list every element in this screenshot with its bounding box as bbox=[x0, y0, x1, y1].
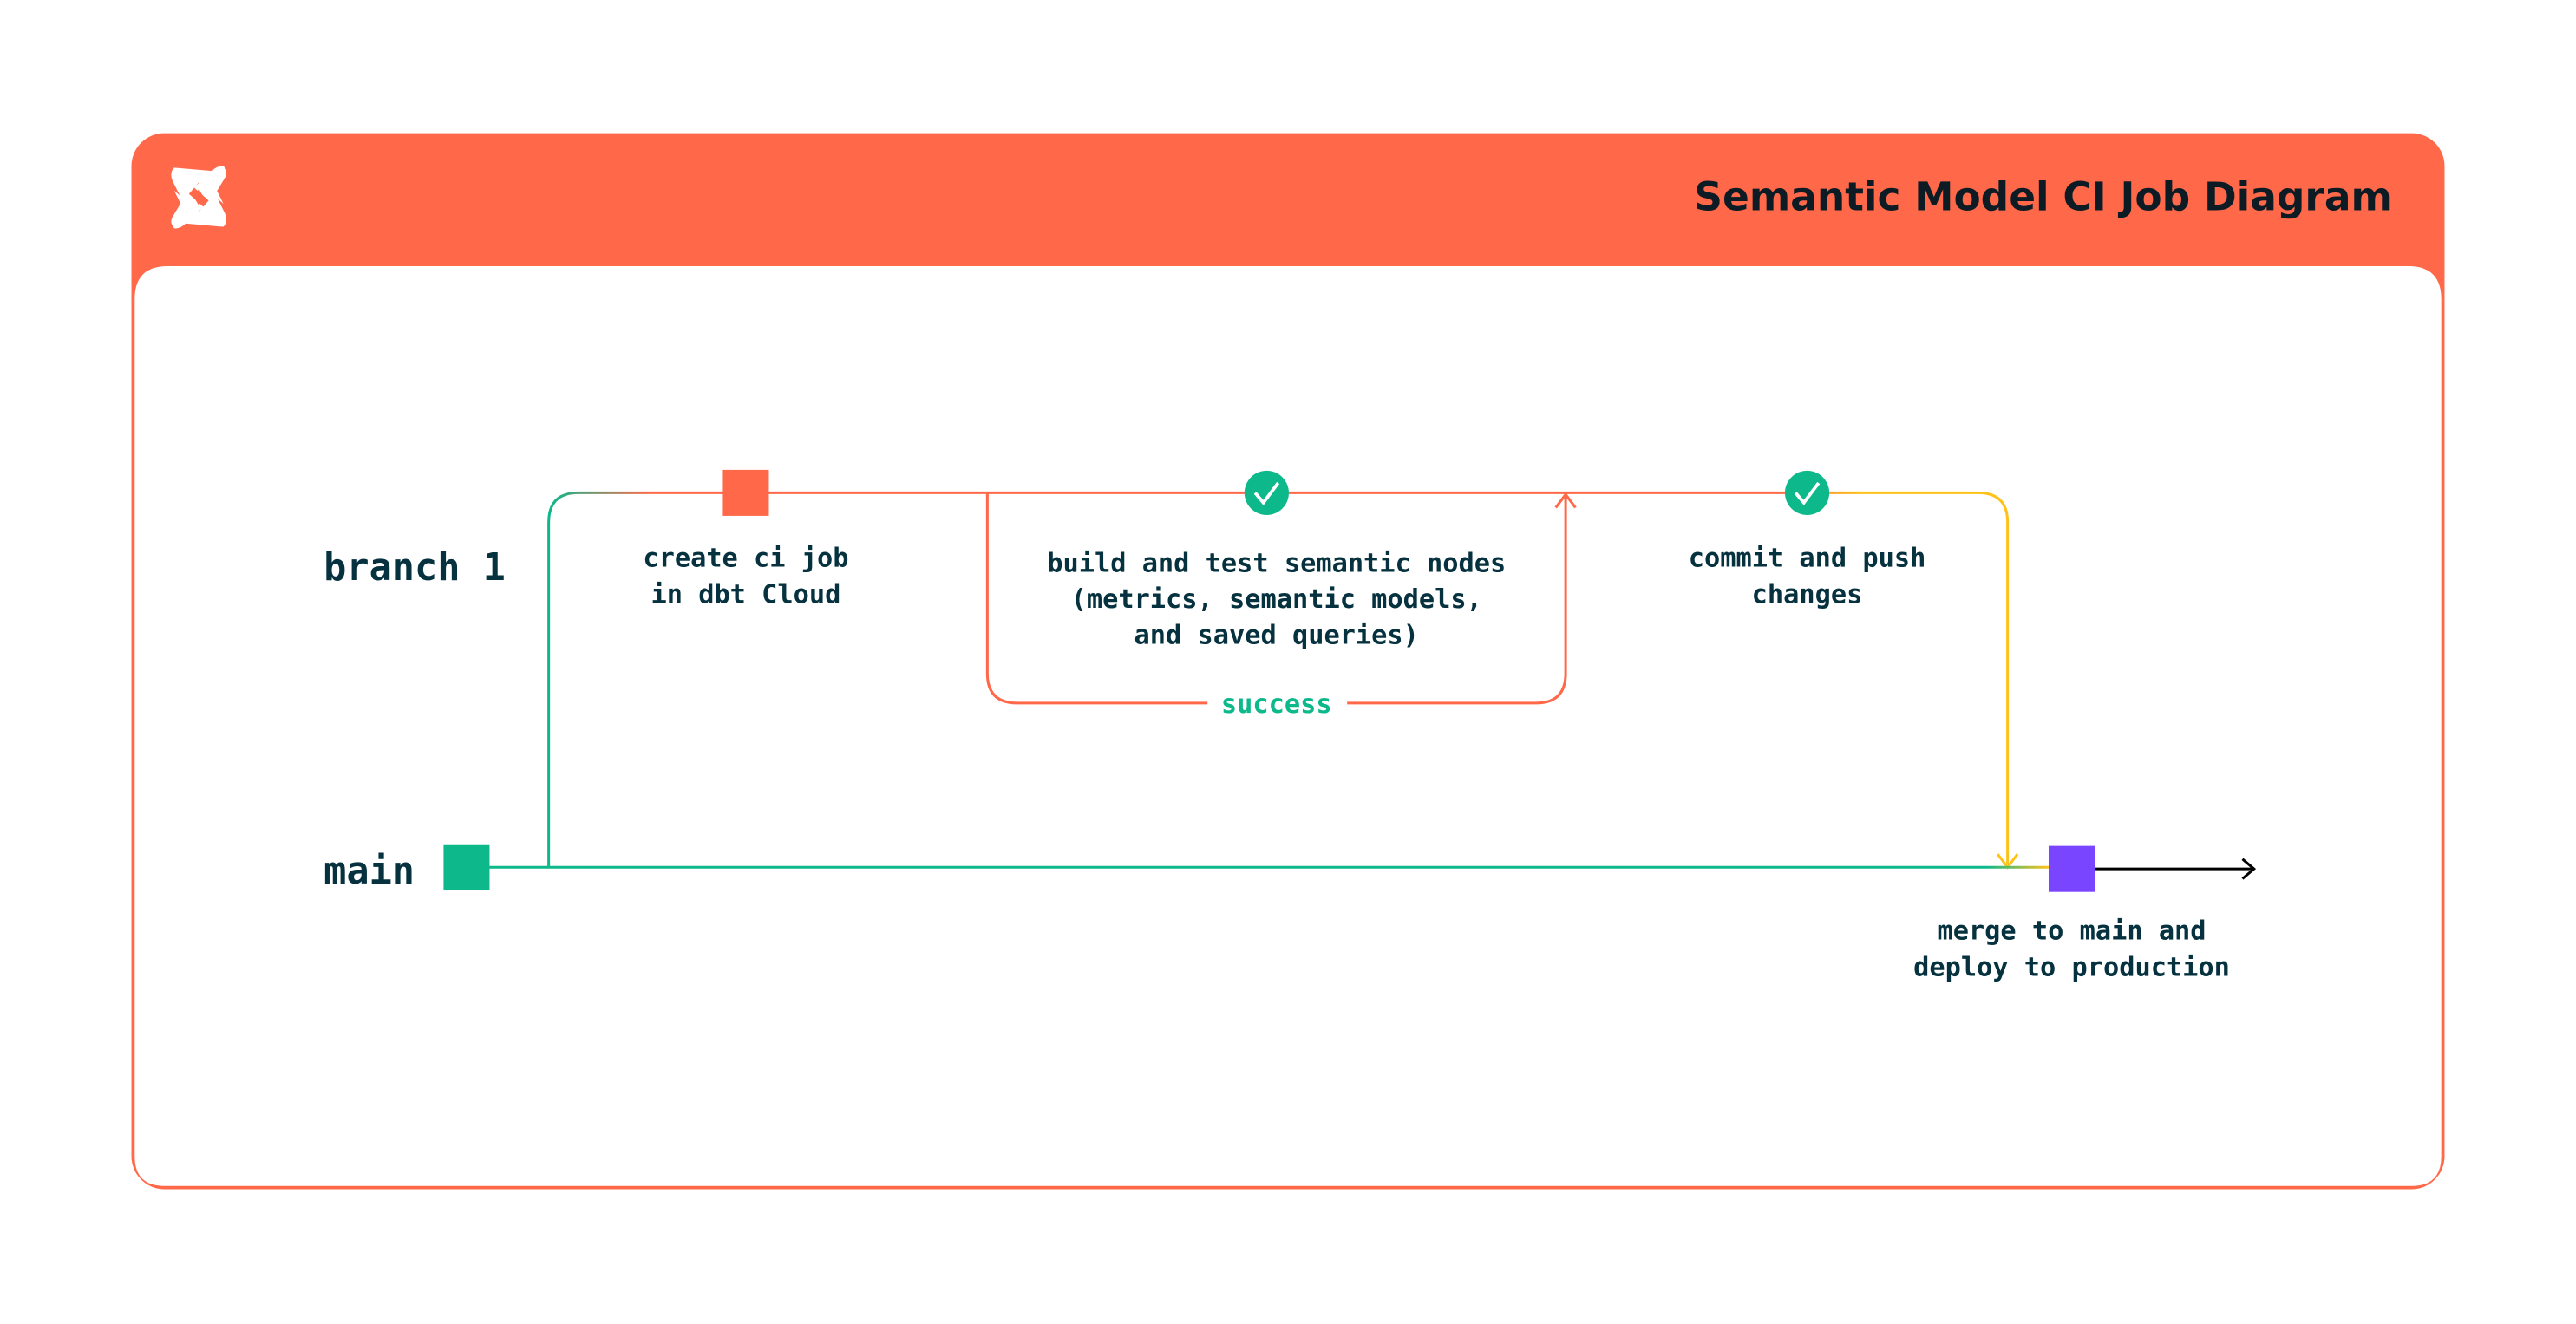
build-test-label: build and test semantic nodes (metrics, … bbox=[1047, 548, 1506, 650]
main-node bbox=[443, 844, 490, 890]
retry-loop bbox=[985, 492, 1567, 705]
create-ci-label: create ci job in dbt Cloud bbox=[643, 544, 848, 610]
label-line: (metrics, semantic models, bbox=[1071, 584, 1482, 615]
label-line: merge to main and bbox=[1937, 916, 2206, 947]
main-label: main bbox=[324, 850, 415, 893]
branch-label: branch 1 bbox=[324, 546, 506, 590]
label-line: changes bbox=[1752, 579, 1863, 610]
dbt-logo-icon bbox=[171, 166, 227, 229]
check-icon bbox=[1244, 470, 1289, 515]
merge-deploy-label: merge to main and deploy to production bbox=[1913, 916, 2230, 983]
arrow-up-icon bbox=[1554, 492, 1577, 509]
success-label: success bbox=[1221, 689, 1332, 720]
label-line: commit and push bbox=[1689, 544, 1926, 574]
label-line: create ci job bbox=[643, 544, 848, 574]
arrow-right-icon bbox=[2241, 858, 2257, 880]
check-icon bbox=[1784, 470, 1830, 515]
merge-node bbox=[2048, 845, 2095, 892]
label-line: deploy to production bbox=[1913, 952, 2230, 982]
diagram-title: Semantic Model CI Job Diagram bbox=[1694, 174, 2392, 220]
commit-push-label: commit and push changes bbox=[1689, 544, 1926, 610]
label-line: build and test semantic nodes bbox=[1047, 548, 1506, 578]
card-body bbox=[134, 266, 2442, 1186]
label-line: in dbt Cloud bbox=[651, 579, 840, 610]
label-line: and saved queries) bbox=[1134, 621, 1419, 651]
create-ci-node bbox=[722, 469, 769, 516]
